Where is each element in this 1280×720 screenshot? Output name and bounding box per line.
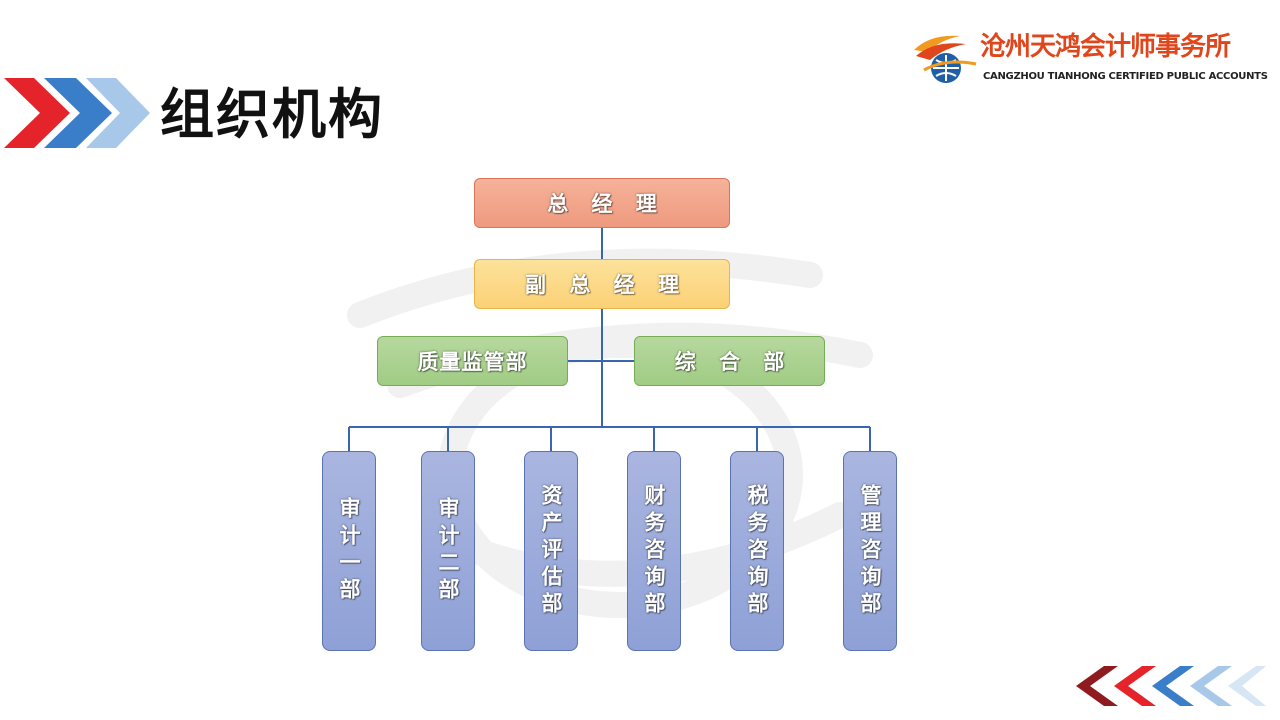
dept-box-financial-consulting: 财务咨询部 [627, 451, 681, 651]
page-title: 组织机构 [160, 83, 384, 146]
footer-chevron-icon [1076, 666, 1266, 706]
company-logo-icon [914, 35, 977, 83]
dept-box-management-consulting: 管理咨询部 [843, 451, 897, 651]
company-name-cn: 沧州天鸿会计师事务所 [980, 32, 1231, 62]
general-manager-box: 总 经 理 [474, 178, 730, 228]
dept-box-asset-appraisal: 资产评估部 [524, 451, 578, 651]
admin-dept-box: 综 合 部 [634, 336, 825, 386]
dept-box-audit-1: 审计一部 [322, 451, 376, 651]
dept-box-audit-2: 审计二部 [421, 451, 475, 651]
deputy-general-manager-box: 副 总 经 理 [474, 259, 730, 309]
quality-dept-box: 质量监管部 [377, 336, 568, 386]
dept-box-tax-consulting: 税务咨询部 [730, 451, 784, 651]
header-chevron-icon [4, 78, 150, 148]
company-name-en: CANGZHOU TIANHONG CERTIFIED PUBLIC ACCOU… [983, 71, 1268, 82]
